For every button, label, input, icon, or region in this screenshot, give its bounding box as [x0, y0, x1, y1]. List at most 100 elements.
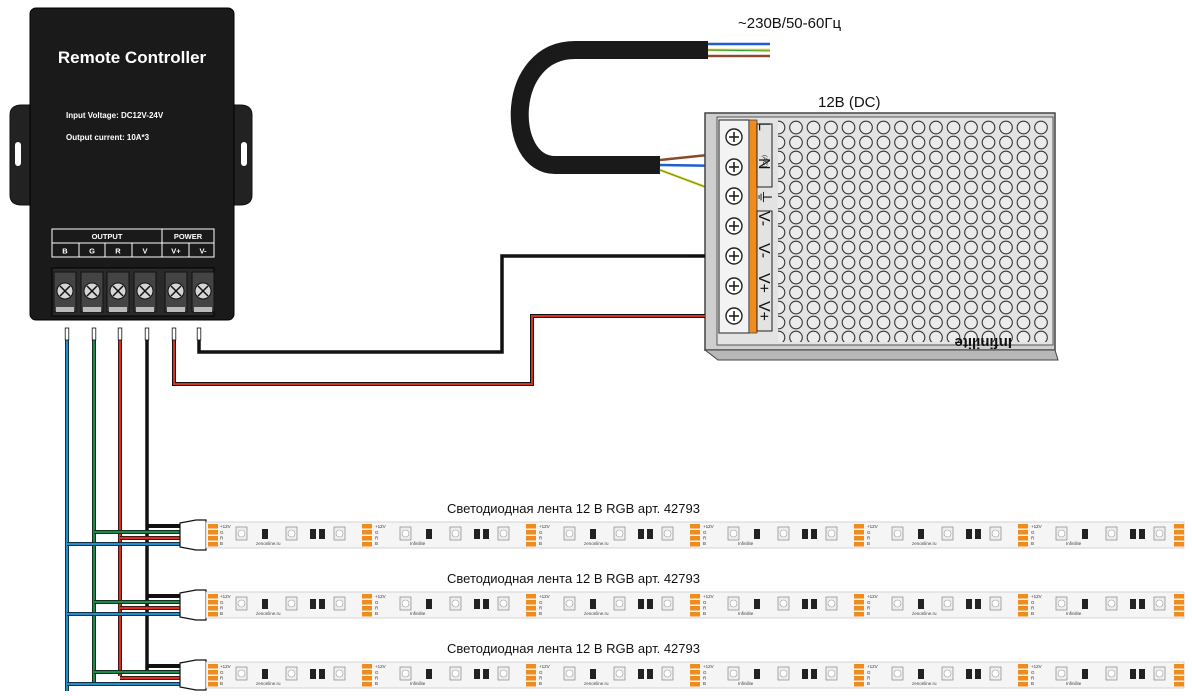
solder-pad: [362, 606, 372, 611]
strip-voltage-print: +12V: [539, 594, 550, 599]
resistor: [310, 529, 316, 539]
resistor: [474, 529, 480, 539]
resistor: [918, 599, 924, 609]
mains-label: ~230В/50-60Гц: [738, 15, 841, 32]
strip-voltage-print: +12V: [375, 664, 386, 669]
strip-pin-print: G: [703, 670, 707, 675]
controller-pin-label: V: [142, 247, 147, 256]
solder-pad: [362, 600, 372, 605]
resistor: [966, 669, 972, 679]
resistor: [811, 669, 817, 679]
solder-pad: [362, 682, 372, 687]
strip-pin-print: G: [867, 600, 871, 605]
solder-pad: [208, 606, 218, 611]
solder-pad: [1174, 606, 1184, 611]
strip-brand-print: Infinilite: [410, 611, 426, 616]
strip-pin-print: R: [867, 676, 871, 681]
solder-pad: [854, 594, 864, 599]
solder-pad: [854, 542, 864, 547]
wire-tip: [196, 327, 202, 341]
solder-pad: [1174, 676, 1184, 681]
solder-pad: [1018, 606, 1028, 611]
strip-pin-print: R: [220, 606, 224, 611]
resistor: [975, 599, 981, 609]
solder-pad: [1174, 664, 1184, 669]
solder-pad: [690, 606, 700, 611]
resistor: [647, 669, 653, 679]
strip-brand-print: Infinilite: [1066, 681, 1082, 686]
solder-pad: [362, 676, 372, 681]
strip-site-print: zenonline.ru: [256, 681, 281, 686]
solder-pad: [690, 530, 700, 535]
solder-pad: [1018, 536, 1028, 541]
strip-pin-print: R: [220, 536, 224, 541]
strip-pin-print: B: [867, 611, 870, 616]
resistor: [262, 599, 268, 609]
solder-pad: [1018, 612, 1028, 617]
strip-pin-print: G: [867, 530, 871, 535]
resistor: [590, 669, 596, 679]
strip-pin-print: G: [867, 670, 871, 675]
solder-pad: [690, 594, 700, 599]
solder-pad: [526, 594, 536, 599]
solder-pad: [208, 682, 218, 687]
controller-terminal-screw: [80, 271, 104, 313]
led-strips: Светодиодная лента 12 В RGB арт. 42793+1…: [179, 501, 1185, 691]
strip-pin-print: R: [703, 606, 707, 611]
solder-pad: [1174, 530, 1184, 535]
strip-voltage-print: +12V: [867, 594, 878, 599]
strip-pin-print: G: [1031, 600, 1035, 605]
solder-pad: [362, 524, 372, 529]
controller-pin-label: V-: [199, 247, 207, 256]
solder-pad: [1174, 682, 1184, 687]
resistor: [638, 669, 644, 679]
resistor: [647, 599, 653, 609]
resistor: [474, 599, 480, 609]
solder-pad: [1018, 594, 1028, 599]
resistor: [754, 599, 760, 609]
strip-voltage-print: +12V: [867, 664, 878, 669]
strip-pin-print: B: [220, 681, 223, 686]
strip-voltage-print: +12V: [867, 524, 878, 529]
resistor: [1130, 599, 1136, 609]
strip-brand-print: Infinilite: [738, 541, 754, 546]
solder-pad: [526, 676, 536, 681]
controller-pin-label: R: [115, 247, 121, 256]
strip-pin-print: R: [220, 676, 224, 681]
psu-terminal-label: N: [755, 158, 772, 170]
strip-pin-print: G: [539, 530, 543, 535]
resistor: [310, 599, 316, 609]
strip-brand-print: Infinilite: [1066, 611, 1082, 616]
strip-pin-print: G: [220, 600, 224, 605]
solder-pad: [854, 606, 864, 611]
solder-pad: [526, 542, 536, 547]
solder-pad: [690, 670, 700, 675]
psu-terminal-screw: [725, 217, 743, 235]
strip-pin-print: B: [539, 611, 542, 616]
resistor: [319, 529, 325, 539]
solder-pad: [1018, 676, 1028, 681]
solder-pad: [362, 542, 372, 547]
strip-brand-print: Infinilite: [1066, 541, 1082, 546]
strip-voltage-print: +12V: [1031, 524, 1042, 529]
solder-pad: [208, 664, 218, 669]
solder-pad: [1174, 542, 1184, 547]
psu-terminal-screw: [725, 277, 743, 295]
resistor: [1082, 529, 1088, 539]
solder-pad: [690, 612, 700, 617]
strip-pin-print: R: [867, 536, 871, 541]
solder-pad: [362, 536, 372, 541]
strip-pin-print: B: [220, 611, 223, 616]
strip-voltage-print: +12V: [375, 524, 386, 529]
controller-terminal-screw: [53, 271, 77, 313]
strip-voltage-print: +12V: [375, 594, 386, 599]
strip-pin-print: B: [220, 541, 223, 546]
solder-pad: [208, 594, 218, 599]
solder-pad: [854, 612, 864, 617]
resistor: [754, 669, 760, 679]
strip-pin-print: R: [703, 676, 707, 681]
solder-pad: [1174, 524, 1184, 529]
solder-pad: [526, 530, 536, 535]
strip-voltage-print: +12V: [220, 524, 231, 529]
